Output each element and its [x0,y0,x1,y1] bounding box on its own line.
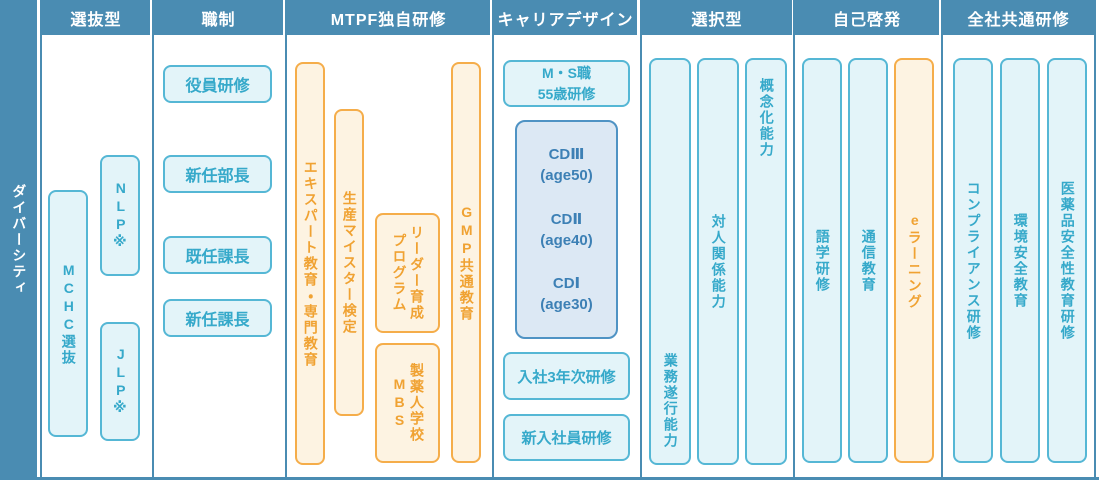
elearning-label: eラーニング [906,211,923,310]
box-environment-safety-education: 環境安全教育 [1000,58,1040,463]
cd3-label: CDⅢ (age50) [540,146,593,185]
box-new-department-head: 新任部長 [163,155,272,193]
box-career-design-stages: CDⅢ (age50) CDⅡ (age40) CDⅠ (age30) [515,120,618,339]
box-interpersonal-skill: 対人関係能力 [697,58,739,465]
diversity-label: ダイバーシティ [11,184,28,296]
box-mchc-selection: MCHC選抜 [48,190,88,437]
gmp-common-label: GMP共通教育 [458,203,475,322]
box-pharma-safety-education: 医薬品安全性教育研修 [1047,58,1087,463]
box-production-meister: 生産マイスター検定 [334,109,364,416]
box-gmp-common: GMP共通教育 [451,62,481,463]
interpersonal-skill-label: 対人関係能力 [710,213,727,310]
mchc-selection-label: MCHC選抜 [60,261,77,366]
box-compliance-training: コンプライアンス研修 [953,58,993,463]
column-company-wide-header: 全社共通研修 [943,0,1094,35]
leader-program-label: リーダー育成 プログラム [391,225,426,321]
bottom-border-line [0,477,1099,480]
column-self-development: 自己啓発 語学研修 通信教育 eラーニング [793,0,939,480]
pharma-safety-education-label: 医薬品安全性教育研修 [1059,180,1076,341]
environment-safety-education-label: 環境安全教育 [1012,212,1029,309]
box-third-year-training: 入社3年次研修 [503,352,630,400]
column-elective-header: 選択型 [642,0,792,35]
column-management: 職制 役員研修 新任部長 既任課長 新任課長 [152,0,283,480]
diversity-sidebar: ダイバーシティ [0,0,37,480]
column-selection: 選抜型 MCHC選抜 NLP※ JLP※ [40,0,150,480]
box-incumbent-section-chief: 既任課長 [163,236,272,274]
box-jlp: JLP※ [100,322,140,441]
expert-education-label: エキスパート教育・専門教育 [302,159,319,368]
executive-training-label: 役員研修 [185,78,250,95]
box-new-employee-training: 新入社員研修 [503,414,630,461]
ms55-training-label: M・S職 55歳研修 [537,65,596,102]
column-career-design-header: キャリアデザイン [494,0,637,35]
column-management-header: 職制 [154,0,283,35]
box-expert-education: エキスパート教育・専門教育 [295,62,325,465]
box-conceptualization-skill: 概念化能力 [745,58,787,465]
cd2-label: CDⅡ (age40) [540,210,593,249]
column-mtpf-header: MTPF独自研修 [287,0,490,35]
box-pharma-school-mbs: 製薬人学校 MBS [375,343,440,463]
language-training-label: 語学研修 [814,228,831,293]
box-ms55-training: M・S職 55歳研修 [503,60,630,107]
column-company-wide: 全社共通研修 コンプライアンス研修 環境安全教育 医薬品安全性教育研修 [941,0,1096,480]
task-execution-skill-label: 業務遂行能力 [662,353,679,449]
compliance-training-label: コンプライアンス研修 [965,180,982,341]
production-meister-label: 生産マイスター検定 [341,190,358,335]
column-self-development-header: 自己啓発 [795,0,939,35]
new-employee-training-label: 新入社員研修 [521,430,612,447]
box-executive-training: 役員研修 [163,65,272,103]
new-department-head-label: 新任部長 [185,168,250,185]
box-new-section-chief: 新任課長 [163,299,272,337]
pharma-school-mbs-label: 製薬人学校 MBS [391,363,426,443]
new-section-chief-label: 新任課長 [185,312,250,329]
column-selection-header: 選抜型 [42,0,150,35]
box-elearning: eラーニング [894,58,934,463]
box-language-training: 語学研修 [802,58,842,463]
nlp-label: NLP※ [112,179,129,252]
box-nlp: NLP※ [100,155,140,276]
correspondence-education-label: 通信教育 [860,228,877,293]
third-year-training-label: 入社3年次研修 [517,368,616,386]
conceptualization-skill-label: 概念化能力 [758,78,775,158]
box-leader-program: リーダー育成 プログラム [375,213,440,333]
box-correspondence-education: 通信教育 [848,58,888,463]
incumbent-section-chief-label: 既任課長 [185,249,250,266]
column-career-design: キャリアデザイン M・S職 55歳研修 CDⅢ (age50) CDⅡ (age… [492,0,637,480]
column-elective: 選択型 業務遂行能力 対人関係能力 概念化能力 [640,0,792,480]
box-task-execution-skill: 業務遂行能力 [649,58,691,465]
column-mtpf: MTPF独自研修 エキスパート教育・専門教育 生産マイスター検定 リーダー育成 … [285,0,490,480]
cd1-label: CDⅠ (age30) [540,274,593,313]
jlp-label: JLP※ [112,345,129,418]
